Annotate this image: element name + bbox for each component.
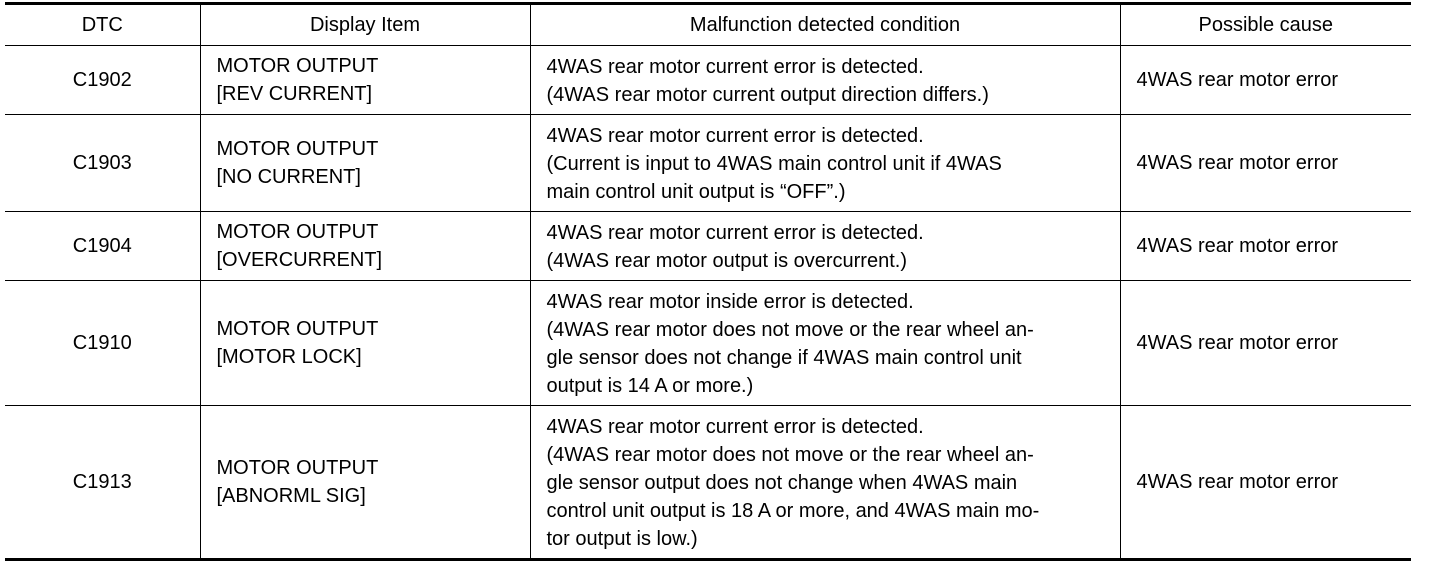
condition-cell: 4WAS rear motor current error is detecte… [529, 114, 1121, 212]
table-row: C1902 MOTOR OUTPUT [REV CURRENT] 4WAS re… [5, 45, 1411, 115]
condition-line: (4WAS rear motor output is overcurrent.) [546, 250, 908, 272]
dtc-code: C1903 [5, 114, 201, 212]
display-item-line: MOTOR OUTPUT [216, 138, 379, 160]
condition-line: 4WAS rear motor current error is detecte… [546, 416, 924, 438]
condition-line: (Current is input to 4WAS main control u… [546, 153, 1002, 175]
table-row: C1904 MOTOR OUTPUT [OVERCURRENT] 4WAS re… [5, 211, 1411, 281]
cause-cell: 4WAS rear motor error [1119, 45, 1411, 115]
condition-line: output is 14 A or more.) [546, 375, 754, 397]
display-item-line: [ABNORML SIG] [216, 485, 366, 507]
display-item: MOTOR OUTPUT [ABNORML SIG] [199, 405, 531, 561]
condition-cell: 4WAS rear motor inside error is detected… [529, 280, 1121, 406]
table-header: DTC Display Item Malfunction detected co… [5, 2, 1411, 46]
condition-line: (4WAS rear motor does not move or the re… [546, 444, 1034, 466]
condition-cell: 4WAS rear motor current error is detecte… [529, 45, 1121, 115]
cause-cell: 4WAS rear motor error [1119, 280, 1411, 406]
display-item-line: MOTOR OUTPUT [216, 55, 379, 77]
condition-line: 4WAS rear motor current error is detecte… [546, 222, 924, 244]
condition-line: main control unit output is “OFF”.) [546, 181, 846, 203]
header-dtc: DTC [5, 2, 201, 46]
cause-cell: 4WAS rear motor error [1119, 114, 1411, 212]
table-body: C1902 MOTOR OUTPUT [REV CURRENT] 4WAS re… [5, 45, 1411, 561]
display-item-line: [NO CURRENT] [216, 166, 361, 188]
table-row: C1903 MOTOR OUTPUT [NO CURRENT] 4WAS rea… [5, 114, 1411, 212]
header-display-item: Display Item [199, 2, 531, 46]
condition-line: gle sensor does not change if 4WAS main … [546, 347, 1022, 369]
display-item-line: [MOTOR LOCK] [216, 346, 362, 368]
dtc-table: DTC Display Item Malfunction detected co… [5, 2, 1411, 561]
header-cause: Possible cause [1119, 2, 1411, 46]
display-item: MOTOR OUTPUT [REV CURRENT] [199, 45, 531, 115]
header-row: DTC Display Item Malfunction detected co… [5, 2, 1411, 46]
cause-cell: 4WAS rear motor error [1119, 211, 1411, 281]
cause-cell: 4WAS rear motor error [1119, 405, 1411, 561]
display-item-line: MOTOR OUTPUT [216, 318, 379, 340]
condition-line: (4WAS rear motor does not move or the re… [546, 319, 1034, 341]
condition-line: 4WAS rear motor current error is detecte… [546, 56, 924, 78]
condition-line: 4WAS rear motor inside error is detected… [546, 291, 914, 313]
condition-cell: 4WAS rear motor current error is detecte… [529, 211, 1121, 281]
display-item-line: MOTOR OUTPUT [216, 221, 379, 243]
header-condition: Malfunction detected condition [529, 2, 1121, 46]
display-item-line: [OVERCURRENT] [216, 249, 383, 271]
display-item-line: [REV CURRENT] [216, 83, 373, 105]
condition-line: (4WAS rear motor current output directio… [546, 84, 989, 106]
condition-line: 4WAS rear motor current error is detecte… [546, 125, 924, 147]
condition-line: tor output is low.) [546, 528, 698, 550]
condition-line: control unit output is 18 A or more, and… [546, 500, 1040, 522]
display-item: MOTOR OUTPUT [MOTOR LOCK] [199, 280, 531, 406]
dtc-code: C1913 [5, 405, 201, 561]
dtc-code: C1904 [5, 211, 201, 281]
display-item-line: MOTOR OUTPUT [216, 457, 379, 479]
condition-cell: 4WAS rear motor current error is detecte… [529, 405, 1121, 561]
dtc-code: C1910 [5, 280, 201, 406]
table-row: C1910 MOTOR OUTPUT [MOTOR LOCK] 4WAS rea… [5, 280, 1411, 406]
display-item: MOTOR OUTPUT [OVERCURRENT] [199, 211, 531, 281]
dtc-code: C1902 [5, 45, 201, 115]
table-row: C1913 MOTOR OUTPUT [ABNORML SIG] 4WAS re… [5, 405, 1411, 561]
display-item: MOTOR OUTPUT [NO CURRENT] [199, 114, 531, 212]
condition-line: gle sensor output does not change when 4… [546, 472, 1018, 494]
